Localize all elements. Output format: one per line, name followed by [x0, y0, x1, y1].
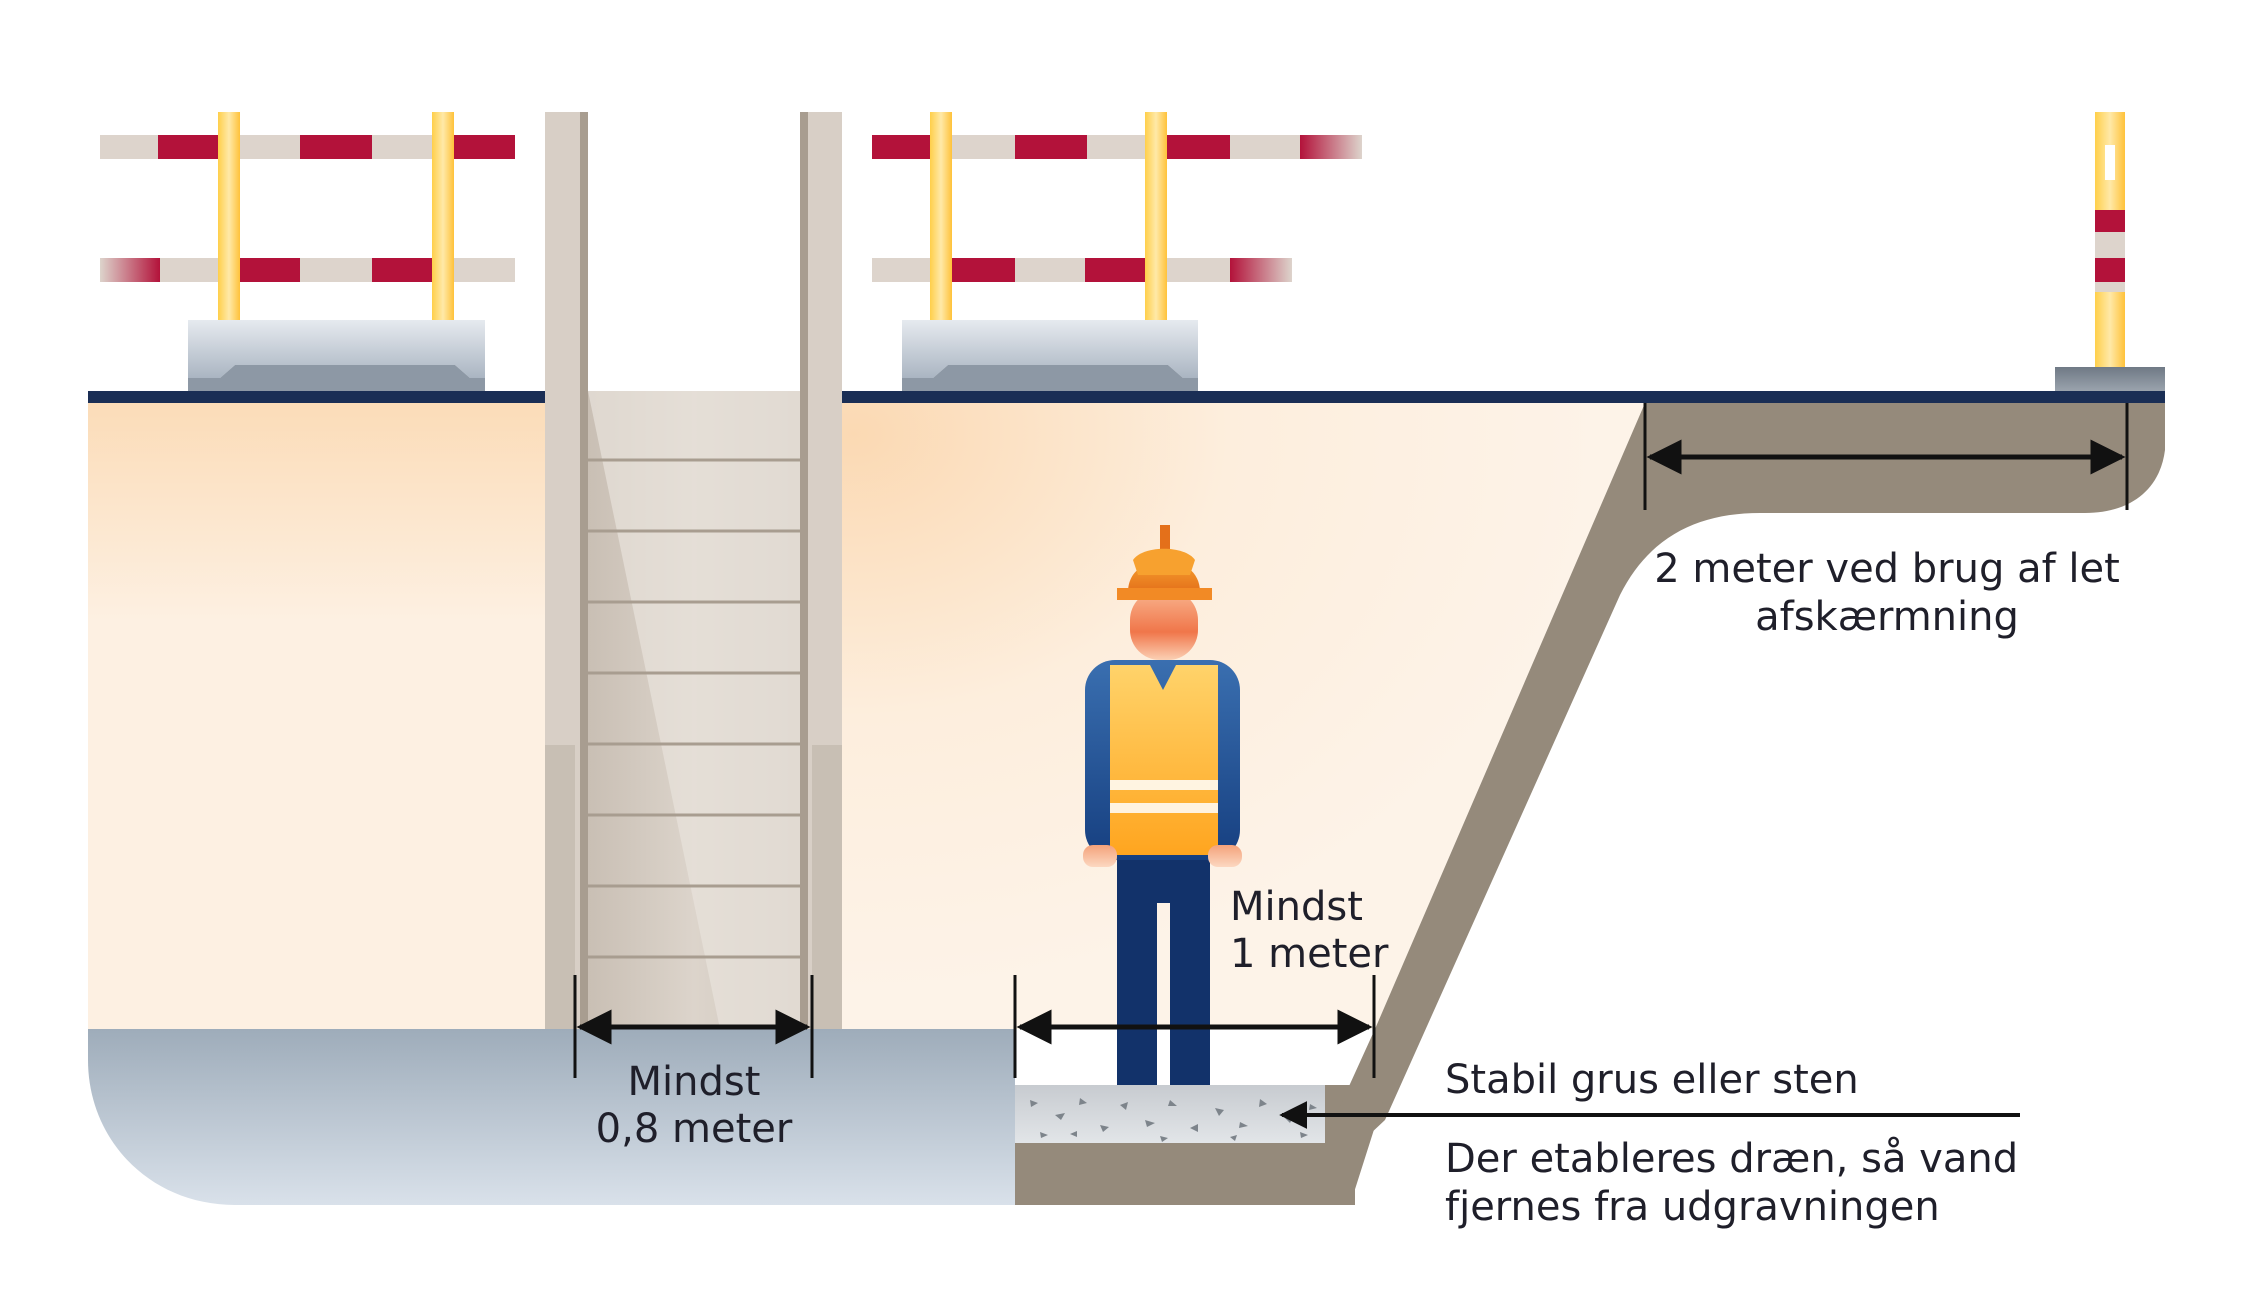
worker: [1083, 525, 1242, 1085]
distance-dimension: [1643, 403, 2129, 510]
water-basin: [88, 1029, 1015, 1205]
drain-label-line1: Der etableres dræn, så vand: [1445, 1136, 2018, 1182]
gravel-label: Stabil grus eller sten: [1445, 1057, 1859, 1103]
ladder-min-label-line1: Mindst: [628, 1059, 761, 1105]
soil-left: [88, 403, 580, 1029]
barrier-left: [100, 112, 515, 391]
ladder: [545, 112, 842, 1029]
worker-min-label-line2: 1 meter: [1230, 931, 1389, 977]
gravel-bed: [1015, 1085, 1325, 1143]
distance-label-line1: 2 meter ved brug af let: [1654, 546, 2120, 592]
worker-dimension: [1013, 975, 1376, 1078]
marker-post: [2055, 112, 2165, 391]
slope-wall: [1015, 403, 2165, 1151]
ground-line: [88, 391, 2165, 403]
barrier-right: [872, 112, 1362, 391]
worker-min-label-line1: Mindst: [1230, 884, 1363, 930]
distance-label-line2: afskærmning: [1755, 594, 2019, 640]
ladder-min-label-line2: 0,8 meter: [596, 1106, 793, 1152]
ladder-dimension: [573, 975, 814, 1078]
drain-label-line2: fjernes fra udgravningen: [1445, 1184, 1940, 1230]
